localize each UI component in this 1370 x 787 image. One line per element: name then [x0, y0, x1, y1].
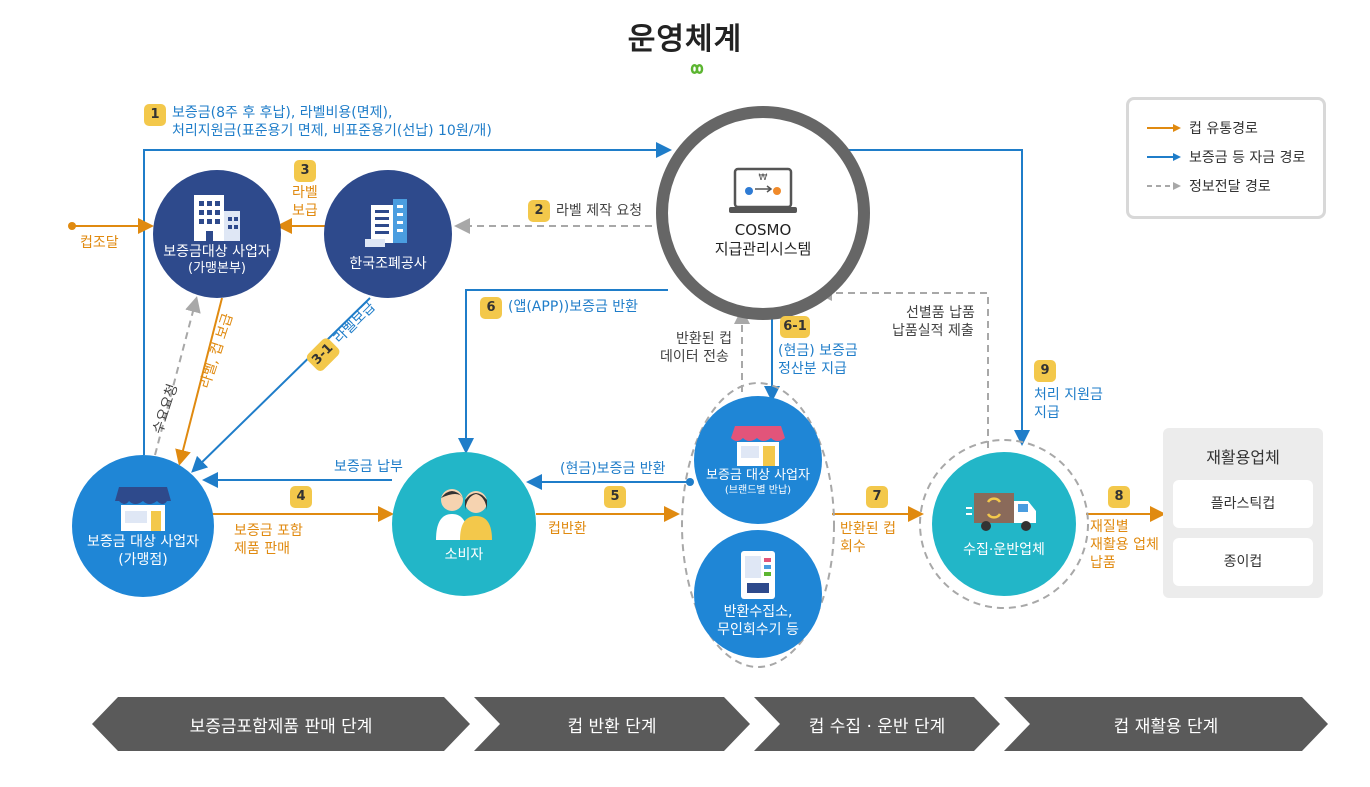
step-7-badge: 7 [866, 486, 888, 508]
step-9-text-2: 지급 [1034, 405, 1060, 421]
people-icon [436, 489, 492, 540]
step-9-badge: 9 [1034, 360, 1056, 382]
consumer-label: 소비자 [444, 547, 484, 563]
hauler-group-outline [919, 439, 1089, 609]
demand-request-line [154, 296, 201, 456]
step-2-badge: 2 [528, 200, 550, 222]
stage-1-shape [92, 697, 470, 751]
legend: 컵 유통경로 보증금 등 자금 경로 정보전달 경로 [1126, 97, 1326, 219]
legend-fund-flow-label: 보증금 등 자금 경로 [1189, 150, 1306, 166]
flow-1-line [143, 142, 672, 455]
truck-icon [966, 493, 1036, 531]
stage-1-label: 보증금포함제품 판매 단계 [189, 716, 373, 737]
stage-bar [92, 697, 1328, 751]
step-4-badge: 4 [290, 486, 312, 508]
return-group-outline [681, 382, 835, 668]
franchise-node: 보증금 대상 사업자 (가맹점) [72, 455, 214, 597]
sorted-goods-line [816, 285, 989, 448]
cosmo-node: ₩ COSMO 지급관리시스템 [656, 106, 870, 320]
step-8-text-1: 재질별 [1090, 519, 1129, 535]
brand-label-2: (브랜드별 반납) [724, 484, 792, 496]
hq-node: 보증금대상 사업자 (가맹본부) [153, 170, 281, 298]
legend-info-flow: 정보전달 경로 [1147, 176, 1271, 196]
flow-9-line [840, 149, 1030, 446]
step-3-badge: 3 [294, 160, 316, 182]
hq-label-1: 보증금대상 사업자 [163, 244, 271, 260]
recycler-panel: 재활용업체 플라스틱컵 종이컵 [1163, 428, 1323, 598]
step-6-badge: 6 [480, 297, 502, 319]
stage-2-shape [474, 697, 750, 751]
step-9-text-1: 처리 지원금 [1034, 387, 1103, 403]
stage-4-shape [1004, 697, 1328, 751]
legend-cup-flow: 컵 유통경로 [1147, 118, 1258, 138]
returned-data-label-1: 반환된 컵 [676, 331, 732, 347]
step-6-text: (앱(APP))보증금 반환 [508, 299, 639, 315]
step-7-text-2: 회수 [840, 539, 866, 555]
step-4-text-2: 제품 판매 [234, 541, 290, 557]
brand-label-1: 보증금 대상 사업자 [706, 467, 810, 483]
franchise-label-2: (가맹점) [118, 552, 168, 568]
stage-3-label: 컵 수집 · 운반 단계 [808, 716, 946, 737]
step-1-text-2: 처리지원금(표준용기 면제, 비표준용기(선납) 10원/개) [172, 123, 492, 139]
cash-refund-label: (현금)보증금 반환 [560, 461, 666, 477]
recycler-item-plastic: 플라스틱컵 [1173, 480, 1313, 528]
step-3-text-1: 라벨 [292, 185, 318, 201]
brand-store-node: 보증금 대상 사업자 (브랜드별 반납) [694, 396, 822, 524]
consumer-node: 소비자 [392, 452, 536, 596]
label-cup-supply-line [175, 297, 223, 466]
step-5-badge: 5 [604, 486, 626, 508]
step-1-text-1: 보증금(8주 후 후납), 라벨비용(면제), [172, 105, 393, 121]
collection-label-2: 무인회수기 등 [717, 622, 799, 638]
hauler-label: 수집·운반업체 [963, 542, 1045, 558]
step-2-text: 라벨 제작 요청 [556, 203, 643, 219]
collection-label-1: 반환수집소, [723, 604, 793, 620]
kmint-node: 한국조폐공사 [324, 170, 452, 298]
flow-6-line [458, 289, 668, 454]
step-61-text-1: (현금) 보증금 [778, 343, 858, 359]
step-61-badge: 6-1 [780, 316, 810, 338]
kmint-label: 한국조폐공사 [349, 256, 427, 272]
hq-label-2: (가맹본부) [188, 261, 246, 276]
cosmo-label-2: 지급관리시스템 [714, 240, 812, 258]
sorted-goods-label-1: 선별품 납품 [906, 305, 975, 321]
step-8-text-3: 납품 [1090, 555, 1116, 571]
step-5-text: 컵반환 [548, 521, 587, 537]
flow-31-line [191, 297, 371, 473]
cup-supply-label: 컵조달 [80, 235, 119, 251]
page-title: 운영체계 [627, 22, 743, 57]
step-4-text-1: 보증금 포함 [234, 523, 303, 539]
building-icon [194, 195, 240, 241]
legend-info-flow-label: 정보전달 경로 [1189, 179, 1271, 195]
legend-cup-flow-label: 컵 유통경로 [1189, 121, 1258, 137]
storefront-icon [731, 425, 785, 466]
step-3-text-2: 보급 [292, 203, 318, 219]
monitor-icon: ₩ [729, 167, 797, 213]
infinity-icon [690, 64, 704, 74]
recycler-item-paper: 종이컵 [1173, 538, 1313, 586]
collection-point-node: 반환수집소, 무인회수기 등 [694, 530, 822, 658]
step-7-text-1: 반환된 컵 [840, 521, 896, 537]
step-8-badge: 8 [1108, 486, 1130, 508]
vending-machine-icon [741, 551, 775, 599]
step-1-badge: 1 [144, 104, 166, 126]
svg-text:₩: ₩ [759, 173, 768, 183]
step-8-text-2: 재활용 업체 [1090, 537, 1159, 553]
franchise-label-1: 보증금 대상 사업자 [87, 534, 199, 550]
stage-3-shape [754, 697, 1000, 751]
hauler-node: 수집·운반업체 [932, 452, 1076, 596]
store-icon [115, 487, 171, 531]
sorted-goods-label-2: 납품실적 제출 [892, 323, 974, 339]
recycler-title: 재활용업체 [1206, 448, 1280, 467]
returned-data-label-2: 데이터 전송 [660, 349, 729, 365]
office-building-icon [365, 199, 407, 247]
cosmo-label-1: COSMO [734, 221, 792, 239]
legend-fund-flow: 보증금 등 자금 경로 [1147, 147, 1305, 167]
step-61-text-2: 정산분 지급 [778, 361, 847, 377]
stage-4-label: 컵 재활용 단계 [1113, 716, 1219, 737]
deposit-pay-label: 보증금 납부 [334, 459, 403, 475]
stage-2-label: 컵 반환 단계 [567, 716, 657, 737]
